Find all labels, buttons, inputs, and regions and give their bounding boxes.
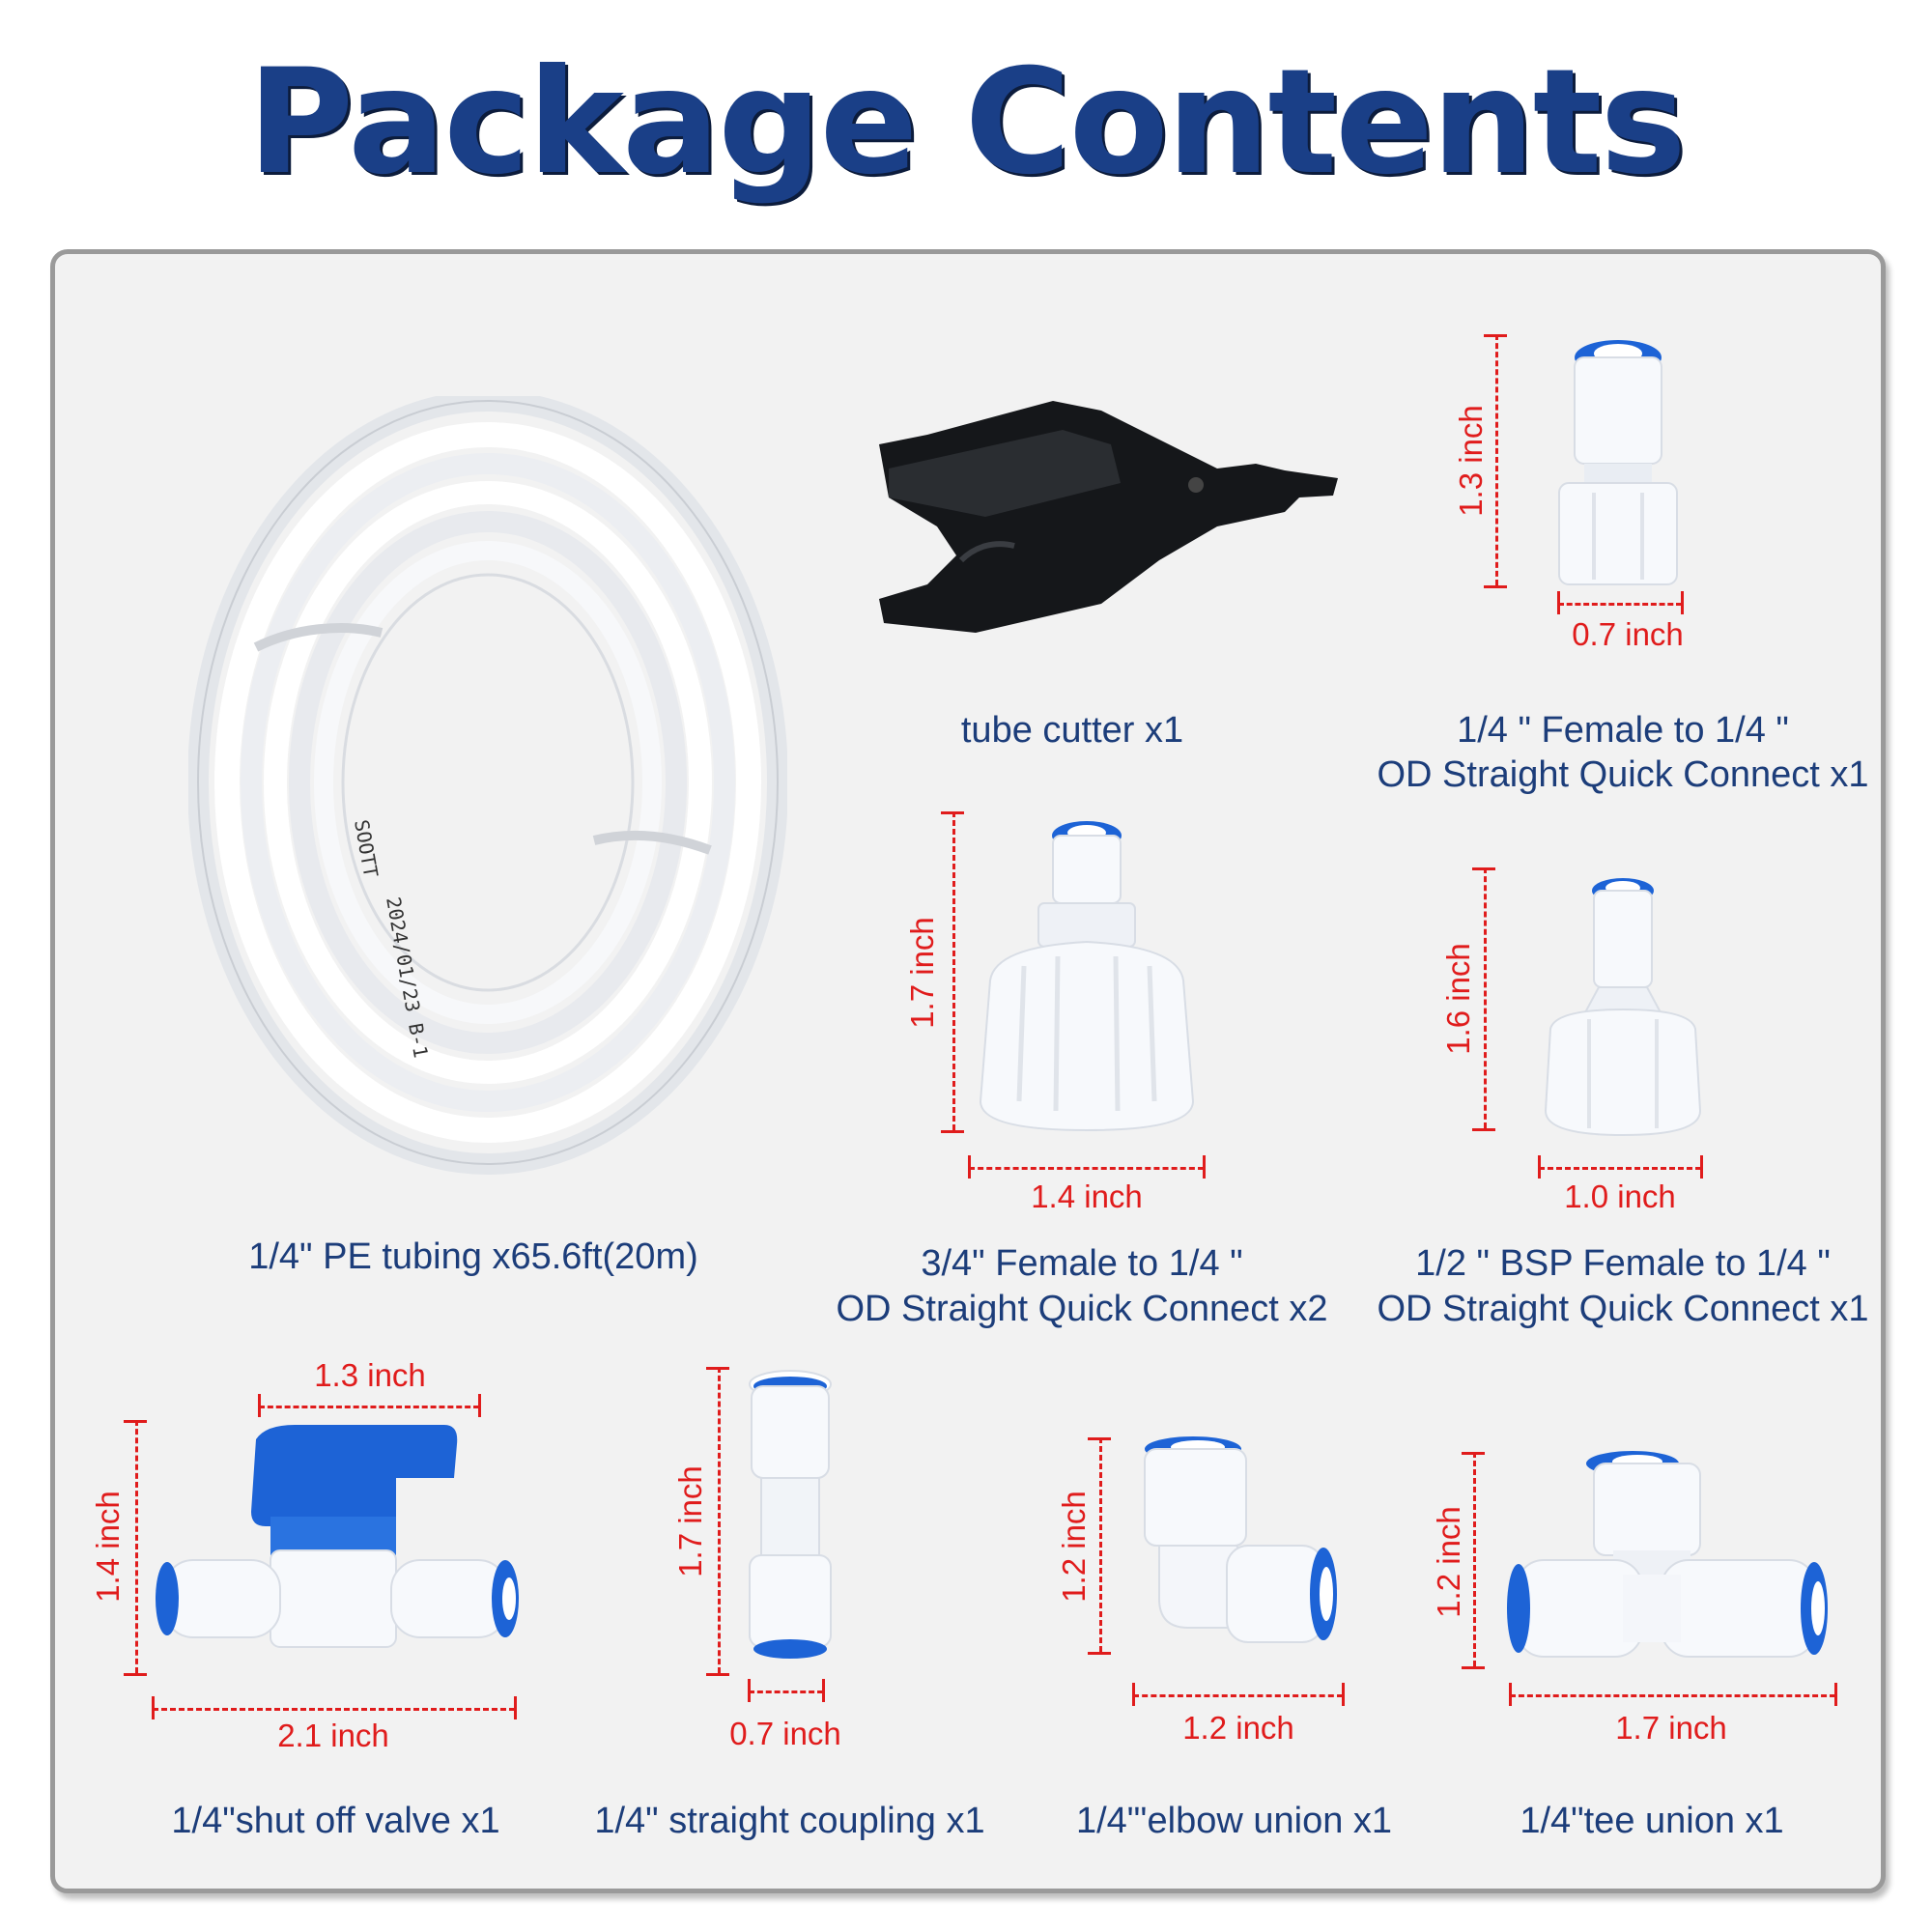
bsp-12-height-dim: 1.6 inch (1440, 943, 1476, 1055)
bsp-12-width-dim: 1.0 inch (1564, 1179, 1676, 1214)
valve-height-tick-bottom (124, 1673, 147, 1676)
female-34-label-line1: 3/4" Female to 1/4 " (921, 1243, 1243, 1284)
female-34-height-tick-top (941, 811, 964, 814)
elbow-width-dim: 1.2 inch (1182, 1710, 1294, 1746)
valve-height-tick-top (124, 1420, 147, 1423)
pe-tubing-coil-image: 2024/01/23 B-1 SOOTT (188, 396, 787, 1175)
tee-height-tick-top (1462, 1452, 1485, 1455)
elbow-width-tick-right (1342, 1683, 1345, 1706)
bsp-12-label-line2: OD Straight Quick Connect x1 (1377, 1289, 1869, 1329)
bsp-12-height-tick-top (1472, 867, 1495, 870)
valve-top-tick-left (258, 1394, 261, 1417)
tee-width-dim: 1.7 inch (1615, 1710, 1727, 1746)
female-34-width-tick-right (1203, 1155, 1206, 1179)
tee-height-dim: 1.2 inch (1431, 1506, 1466, 1618)
shut-off-valve-image (156, 1425, 519, 1648)
tubing-label: 1/4" PE tubing x65.6ft(20m) (248, 1236, 698, 1277)
tee-label: 1/4"tee union x1 (1520, 1801, 1784, 1841)
elbow-height-tick-bottom (1088, 1652, 1111, 1655)
elbow-label: 1/4"'elbow union x1 (1075, 1801, 1393, 1841)
page-title: Package Contents (247, 39, 1686, 207)
coupling-height-tick-top (706, 1367, 729, 1370)
valve-width-tick-right (514, 1696, 517, 1719)
female-34-height-dim: 1.7 inch (904, 917, 940, 1029)
valve-width-line (153, 1708, 515, 1711)
bsp-12-width-tick-right (1700, 1155, 1703, 1179)
tube-print-brand: SOOTT (350, 818, 383, 879)
valve-height-dim: 1.4 inch (90, 1491, 126, 1603)
valve-height-line (135, 1420, 138, 1673)
coupling-height-line (718, 1367, 721, 1673)
coupling-width-tick-left (748, 1679, 751, 1702)
female-34-height-tick-bottom (941, 1130, 964, 1133)
bsp-12-fitting-image (1544, 878, 1702, 1137)
elbow-width-tick-left (1132, 1683, 1135, 1706)
tee-width-tick-right (1834, 1683, 1837, 1706)
coupling-width-dim: 0.7 inch (729, 1716, 841, 1751)
female-14-fitting-image (1558, 340, 1678, 585)
elbow-height-tick-top (1088, 1437, 1111, 1440)
female-14-width-line (1558, 603, 1682, 606)
female-34-label-line2: OD Straight Quick Connect x2 (836, 1289, 1328, 1329)
female-14-height-tick-top (1484, 334, 1507, 337)
female-34-fitting-image (979, 821, 1195, 1132)
valve-top-dim: 1.3 inch (314, 1357, 426, 1393)
female-14-height-tick-bottom (1484, 585, 1507, 588)
female-34-width-dim: 1.4 inch (1031, 1179, 1143, 1214)
bsp-12-height-line (1484, 867, 1487, 1128)
female-14-width-tick-right (1681, 591, 1684, 614)
female-34-width-tick-left (968, 1155, 971, 1179)
female-34-width-line (969, 1167, 1204, 1170)
tee-width-tick-left (1509, 1683, 1512, 1706)
elbow-height-line (1099, 1437, 1102, 1652)
straight-coupling-image (749, 1370, 832, 1659)
valve-width-dim: 2.1 inch (277, 1718, 389, 1753)
elbow-width-line (1133, 1694, 1343, 1697)
tube-cutter-label: tube cutter x1 (960, 710, 1184, 751)
elbow-union-image (1144, 1436, 1337, 1643)
female-34-height-line (952, 811, 955, 1130)
bsp-12-height-tick-bottom (1472, 1128, 1495, 1131)
coupling-width-tick-right (822, 1679, 825, 1702)
valve-width-tick-left (152, 1696, 155, 1719)
tube-cutter-image (879, 401, 1338, 633)
female-14-width-dim: 0.7 inch (1572, 616, 1684, 652)
female-14-height-dim: 1.3 inch (1453, 405, 1489, 517)
coupling-width-line (749, 1690, 823, 1693)
tee-union-image (1507, 1451, 1828, 1658)
valve-top-tick-right (478, 1394, 481, 1417)
female-14-height-line (1495, 334, 1498, 585)
valve-top-width-line (259, 1406, 479, 1408)
valve-label: 1/4"shut off valve x1 (171, 1801, 500, 1841)
coupling-height-dim: 1.7 inch (672, 1465, 708, 1577)
tee-height-tick-bottom (1462, 1666, 1485, 1669)
female-14-label-line1: 1/4 " Female to 1/4 " (1457, 710, 1789, 751)
bsp-12-width-tick-left (1538, 1155, 1541, 1179)
coupling-label: 1/4" straight coupling x1 (594, 1801, 985, 1841)
bsp-12-label-line1: 1/2 " BSP Female to 1/4 " (1415, 1243, 1831, 1284)
elbow-height-dim: 1.2 inch (1056, 1491, 1092, 1603)
female-14-label-line2: OD Straight Quick Connect x1 (1377, 754, 1869, 795)
tee-width-line (1510, 1694, 1835, 1697)
tee-height-line (1473, 1452, 1476, 1666)
bsp-12-width-line (1539, 1167, 1701, 1170)
coupling-height-tick-bottom (706, 1673, 729, 1676)
female-14-width-tick-left (1557, 591, 1560, 614)
